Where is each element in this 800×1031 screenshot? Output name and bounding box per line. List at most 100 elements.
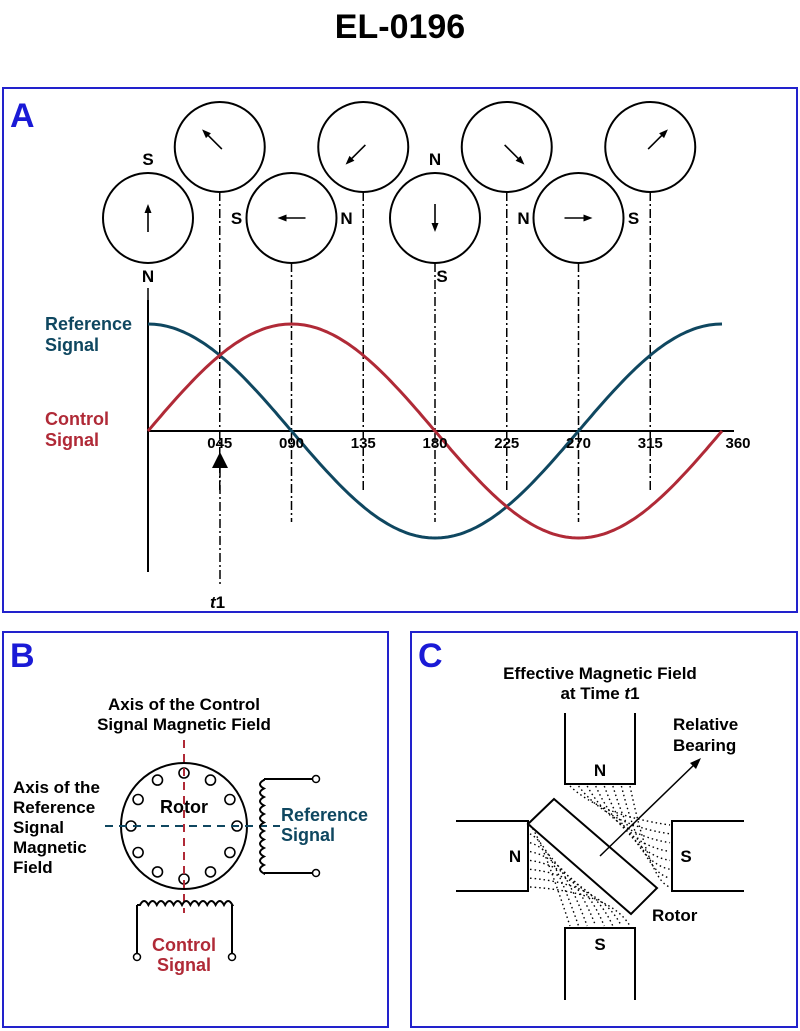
- arrowhead-icon: [583, 214, 593, 222]
- x-tick-label: 360: [725, 435, 750, 452]
- reference-coil: [259, 774, 321, 878]
- rotor-slot: [151, 866, 164, 878]
- arrowhead-icon: [202, 129, 211, 139]
- x-tick-label: 090: [279, 435, 304, 452]
- x-tick-label: 315: [638, 435, 663, 452]
- reference-signal-label-line1: Reference: [281, 805, 368, 825]
- field-direction-arrow: [205, 133, 223, 150]
- pole-label-right: N: [340, 209, 352, 228]
- x-tick-labels: 045 090 135 180 225 270 315 360: [207, 435, 750, 452]
- t1-arrow-icon: [212, 452, 228, 468]
- reference-axis-label-line5: Field: [13, 858, 53, 877]
- control-coil-winding: [137, 900, 235, 908]
- arrowhead-icon: [345, 155, 355, 165]
- rotor-slot: [224, 846, 236, 859]
- reference-signal-label-line2: Signal: [45, 335, 99, 355]
- panel-c-heading-line1: Effective Magnetic Field: [503, 664, 697, 683]
- reference-terminal-top: [311, 774, 321, 784]
- reference-axis-label-line1: Axis of the: [13, 778, 100, 797]
- magnetic-field-lines: [529, 785, 671, 927]
- pole-right: [671, 820, 744, 892]
- field-line-lower: [529, 886, 631, 927]
- panel-b-border: [2, 631, 389, 1028]
- field-indicator: [460, 101, 553, 193]
- pole-left-label: N: [509, 847, 521, 866]
- pole-label-left: S: [231, 209, 242, 228]
- control-axis-label-line2: Signal Magnetic Field: [97, 715, 271, 734]
- arrowhead-icon: [431, 223, 439, 232]
- field-indicator: NS: [389, 150, 481, 286]
- pole-label-bottom: S: [436, 267, 447, 286]
- pole-bottom: [564, 927, 636, 1000]
- reference-signal-curve: [147, 322, 723, 540]
- field-direction-arrow: [349, 144, 366, 161]
- control-terminal-right: [227, 952, 237, 962]
- pole-top: [564, 713, 636, 785]
- field-line-lower: [529, 833, 580, 927]
- arrowhead-icon: [277, 214, 287, 222]
- field-line-upper: [595, 785, 671, 853]
- relative-bearing-line: [599, 761, 698, 857]
- control-signal-label-line1: Control: [152, 935, 216, 955]
- field-indicator: [173, 101, 266, 193]
- indicator-guides: [147, 192, 651, 522]
- arrowhead-icon: [144, 204, 152, 213]
- control-axis-label-line1: Axis of the Control: [108, 695, 260, 714]
- x-tick-label: 270: [566, 435, 591, 452]
- control-coil: [132, 900, 237, 962]
- pole-label-left: N: [517, 209, 529, 228]
- t1-label: t1: [210, 593, 225, 612]
- panel-a-letter: A: [10, 97, 35, 135]
- field-indicator: [317, 101, 410, 193]
- rotor-slot: [204, 866, 217, 878]
- field-line-lower: [529, 859, 605, 927]
- relative-bearing-arrowhead-icon: [690, 758, 701, 769]
- control-terminal-left: [132, 952, 142, 962]
- pole-label-top: N: [429, 150, 441, 169]
- panel-c: C Effective Magnetic Field at Time t1 Re…: [410, 631, 798, 1028]
- rotor-slot: [132, 846, 144, 859]
- relative-bearing-label-line1: Relative: [673, 715, 738, 734]
- pole-top-label: N: [594, 761, 606, 780]
- arrowhead-icon: [659, 129, 668, 139]
- reference-axis-label-line2: Reference: [13, 798, 95, 817]
- reference-axis-label-line4: Magnetic: [13, 838, 87, 857]
- reference-terminal-bottom: [311, 868, 321, 878]
- pole-left: [456, 820, 529, 892]
- x-tick-label: 180: [422, 435, 447, 452]
- field-line-upper: [569, 785, 671, 826]
- x-tick-label: 045: [207, 435, 232, 452]
- panel-c-border: [410, 631, 798, 1028]
- page-title: EL-0196: [334, 8, 466, 46]
- panel-c-heading-line2: at Time t1: [560, 684, 639, 703]
- field-direction-arrow: [504, 144, 521, 161]
- field-line-lower: [529, 877, 623, 927]
- x-tick-label: 135: [351, 435, 376, 452]
- pole-label-bottom: N: [142, 267, 154, 286]
- reference-axis-label-line3: Signal: [13, 818, 64, 837]
- x-tick-label: 225: [494, 435, 519, 452]
- field-line-upper: [603, 785, 671, 862]
- reference-signal-label-line2: Signal: [281, 825, 335, 845]
- relative-bearing-label-line2: Bearing: [673, 736, 736, 755]
- rotor-label: Rotor: [160, 797, 208, 817]
- rotor-bar: [526, 797, 659, 916]
- control-signal-label-line2: Signal: [157, 955, 211, 975]
- rotor-slot: [151, 774, 164, 786]
- field-line-lower: [529, 868, 614, 927]
- panel-c-letter: C: [418, 637, 443, 675]
- pole-bottom-label: S: [594, 935, 605, 954]
- pole-label-top: S: [142, 150, 153, 169]
- arrowhead-icon: [515, 155, 525, 165]
- rotor-slot: [224, 793, 236, 806]
- control-signal-curve: [146, 322, 724, 540]
- rotor-label: Rotor: [652, 906, 698, 925]
- panel-b-letter: B: [10, 637, 35, 675]
- field-indicator: SN: [102, 150, 194, 286]
- pole-right-label: S: [680, 847, 691, 866]
